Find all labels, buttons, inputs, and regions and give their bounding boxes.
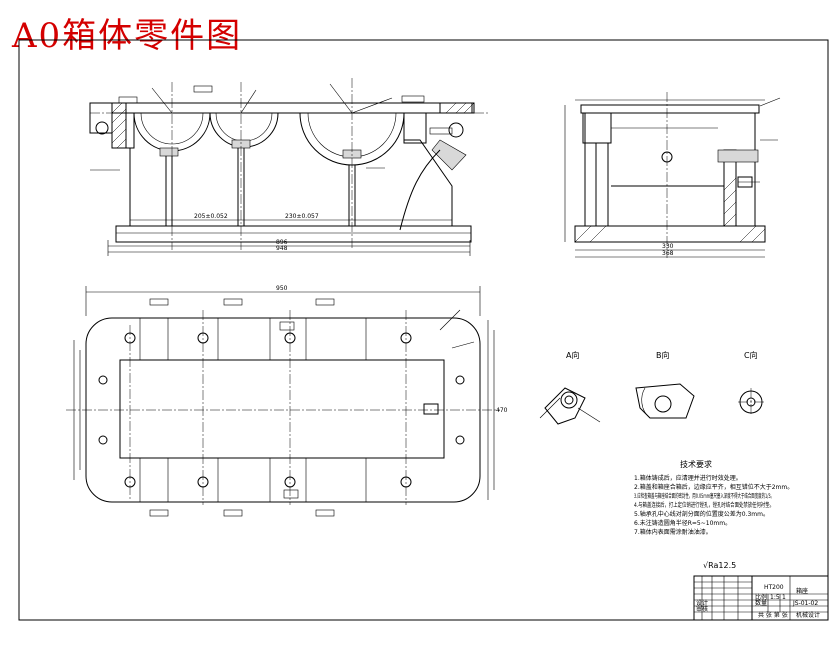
- note-4: 4.与箱盖连接后，打上定位销进行镗孔，镗孔时结合面处禁放任何衬垫。: [634, 501, 774, 509]
- drawing-title: A0箱体零件图: [12, 16, 243, 56]
- note-3: 3.应检查箱盖与箱座结合面的密封性，用0.05mm塞尺塞入深度不得大于结合面宽度…: [634, 492, 774, 500]
- notes-title: 技术要求: [680, 459, 712, 469]
- dim-bay2: 230±0.057: [285, 213, 319, 220]
- tb-school: 机械设计: [796, 611, 820, 619]
- tb-part-name: 箱座: [796, 587, 808, 595]
- tb-designer: 设计: [696, 599, 708, 607]
- tb-drawing-no: JS-01-02: [792, 600, 818, 607]
- note-1: 1.箱体铸成后，应清理并进行时效处理。: [634, 474, 742, 482]
- side-view: 330 368: [564, 92, 781, 258]
- dim-front-overall: 948: [276, 245, 288, 252]
- tb-scale-label: 比例: [755, 593, 767, 601]
- plan-view: 950 470: [66, 285, 508, 517]
- dim-bay1: 205±0.052: [194, 213, 228, 220]
- tb-quantity-label: 数量: [755, 599, 767, 607]
- drawing-frame: [18, 39, 829, 621]
- view-label-a: A向: [566, 350, 579, 360]
- title-block: HT200 箱座 比例 1:5 1 数量 JS-01-02 设计 审核 共 张 …: [693, 575, 829, 621]
- tb-quantity: 1: [782, 594, 786, 601]
- tb-material: HT200: [764, 584, 784, 591]
- dim-side-overall: 368: [662, 250, 674, 257]
- tb-scale: 1:5: [770, 594, 780, 601]
- note-5: 5.轴承孔中心线对剖分面的位置度公差为0.3mm。: [634, 510, 769, 518]
- note-6: 6.未注铸造圆角半径R=5~10mm。: [634, 519, 731, 527]
- view-label-b: B向: [656, 350, 670, 360]
- tb-sheet: 共 张 第 张: [758, 611, 788, 619]
- dim-front-inner: 896: [276, 239, 288, 246]
- view-label-c: C向: [744, 350, 758, 360]
- technical-notes: 技术要求 1.箱体铸成后，应清理并进行时效处理。 2.箱盖和箱座合箱后，边缘应平…: [634, 459, 793, 536]
- roughness-symbol: √Ra12.5: [703, 561, 736, 570]
- detail-views: A向 B向 C向: [539, 350, 764, 425]
- note-7: 7.箱体内表面需涂耐油油漆。: [634, 528, 712, 536]
- dim-side-inner: 330: [662, 243, 674, 250]
- dim-plan-overall: 950: [276, 285, 288, 292]
- tb-checker: 审核: [696, 605, 708, 613]
- dim-plan-width: 470: [496, 407, 508, 414]
- front-view: 205±0.052 230±0.057 896 948: [89, 78, 490, 256]
- note-2: 2.箱盖和箱座合箱后，边缘应平齐，相互错位不大于2mm。: [634, 483, 793, 491]
